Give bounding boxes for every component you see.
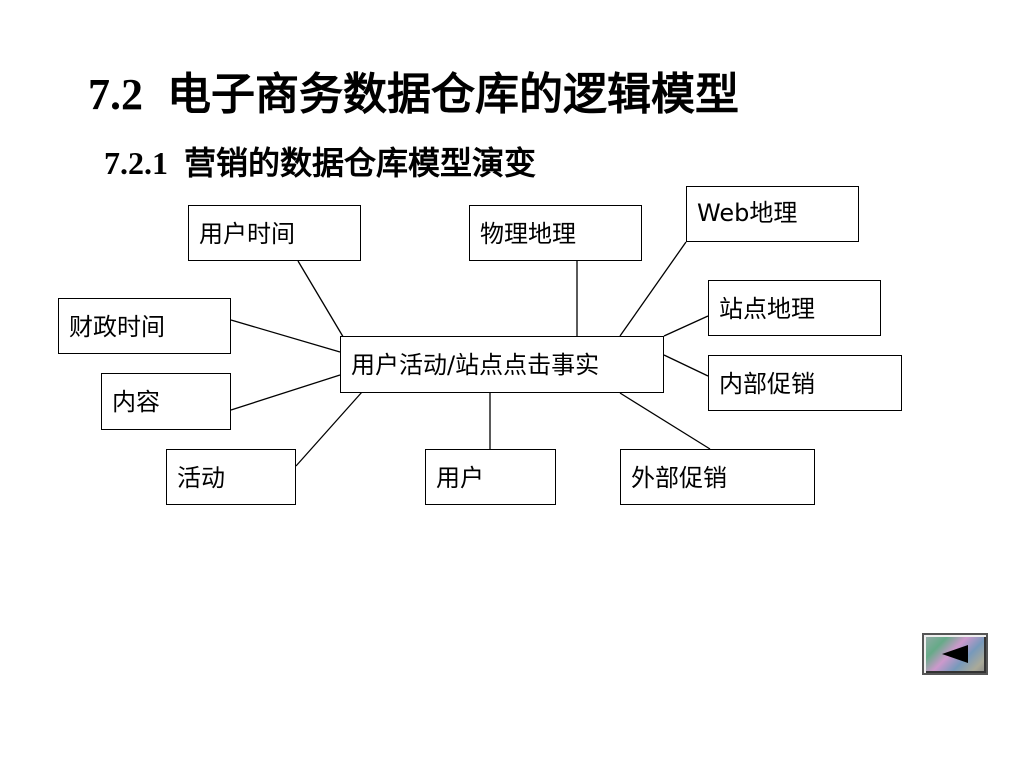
line-external-promo [619,392,711,450]
line-content [230,374,341,411]
dim-activity: 活动 [166,449,296,505]
line-activity [295,391,363,467]
dim-site-geo: 站点地理 [708,280,881,336]
dim-internal-promo: 内部促销 [708,355,902,411]
line-site-geo [663,315,709,337]
slide-subtitle: 7.2.1 营销的数据仓库模型演变 [104,138,536,184]
title-number: 7.2 [88,70,143,119]
subtitle-text: 营销的数据仓库模型演变 [184,145,537,181]
slide-title: 7.2 电子商务数据仓库的逻辑模型 [88,58,739,122]
back-nav-button[interactable] [922,633,988,675]
back-arrow-icon [942,645,968,663]
line-finance-time [230,319,341,353]
title-text: 电子商务数据仓库的逻辑模型 [167,70,739,119]
line-internal-promo [663,354,709,377]
fact-table: 用户活动/站点点击事实 [340,336,664,393]
dim-user: 用户 [425,449,556,505]
dim-web-geo: Web地理 [686,186,859,242]
dim-finance-time: 财政时间 [58,298,231,354]
line-web-geo [619,241,687,337]
dim-external-promo: 外部促销 [620,449,815,505]
dim-physical-geo: 物理地理 [469,205,642,261]
dim-user-time: 用户时间 [188,205,361,261]
dim-content: 内容 [101,373,231,430]
line-user-time [297,260,346,341]
subtitle-number: 7.2.1 [104,145,168,181]
